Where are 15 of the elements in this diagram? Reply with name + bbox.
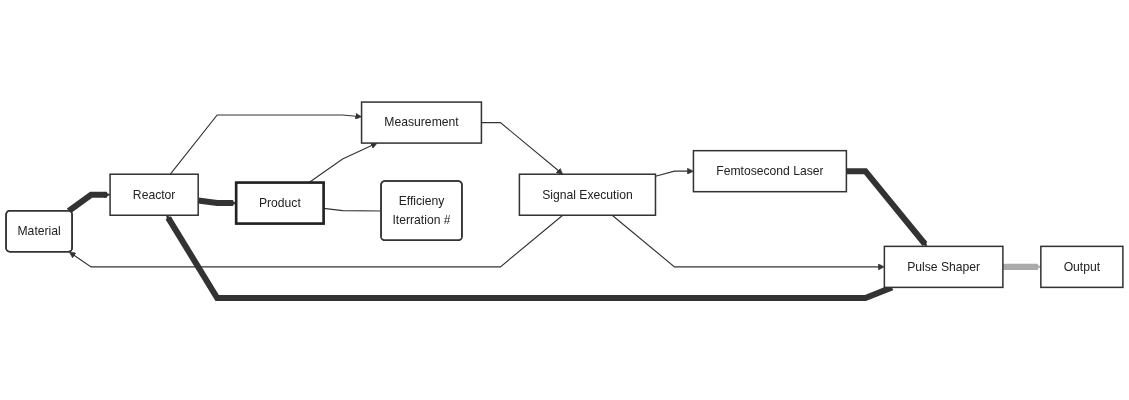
node-box: Femtosecond Laser bbox=[692, 149, 848, 193]
node-box: Output bbox=[1040, 245, 1124, 289]
node-box: Product bbox=[234, 181, 325, 225]
node-box: Measurement bbox=[360, 101, 483, 144]
arrow bbox=[611, 214, 885, 271]
arrow bbox=[66, 191, 111, 214]
arrow bbox=[69, 214, 564, 268]
node-box: Pulse Shaper bbox=[883, 245, 1004, 289]
arrow bbox=[846, 168, 928, 247]
arrow bbox=[165, 214, 894, 301]
connector bbox=[323, 207, 382, 212]
node-box: Reactor bbox=[109, 173, 199, 216]
arrow bbox=[654, 167, 694, 177]
node-box: Signal Execution bbox=[518, 173, 657, 216]
arrow bbox=[169, 112, 362, 175]
